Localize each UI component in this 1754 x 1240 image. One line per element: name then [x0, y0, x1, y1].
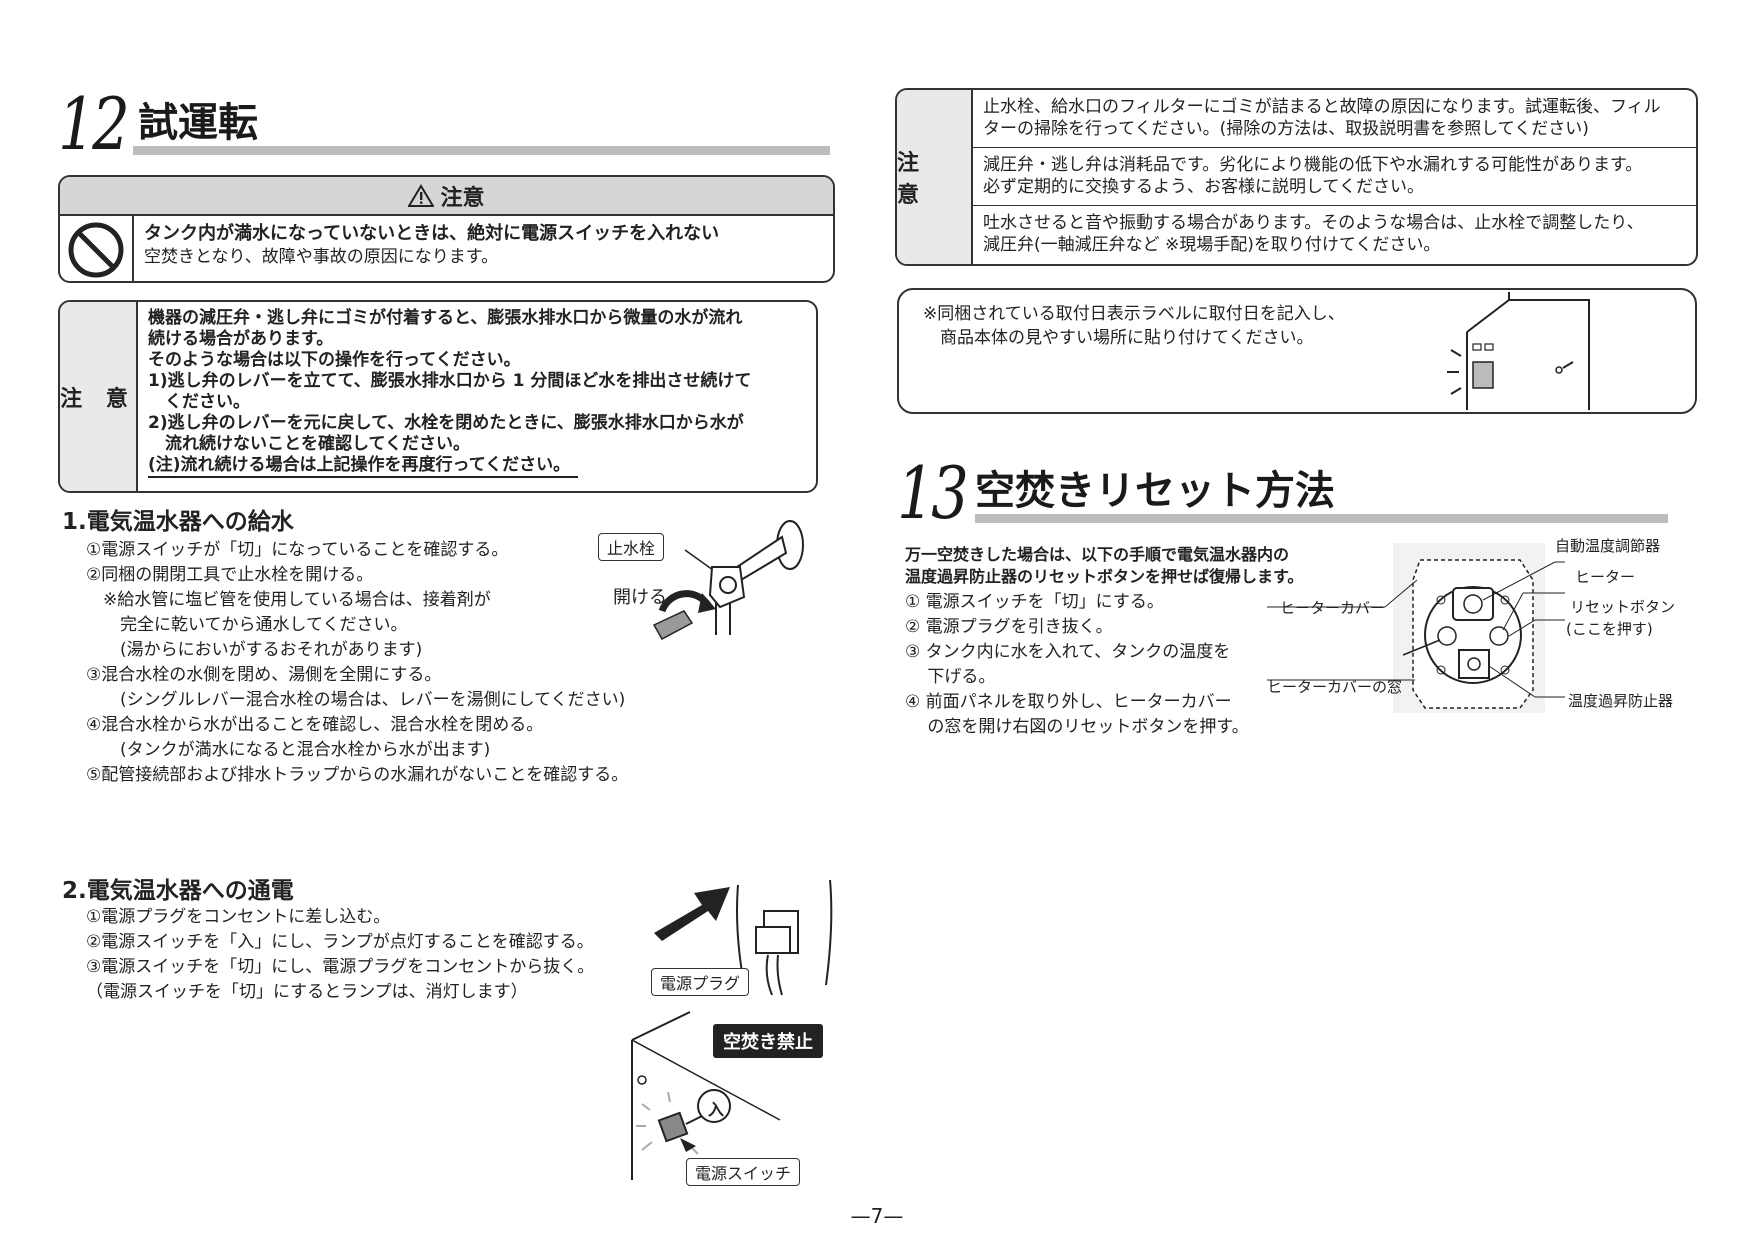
section-13-intro: 万一空焚きした場合は、以下の手順で電気温水器内の 温度過昇防止器のリセットボタン… — [905, 544, 1303, 588]
note-line: 流れ続けないことを確認してください。 — [148, 434, 470, 454]
sub1-line: ④混合水栓から水が出ることを確認し、混合水栓を閉める。 — [86, 715, 544, 735]
heater-cover-diagram — [1267, 543, 1565, 713]
right-note-label: 注 意 — [897, 90, 973, 264]
sub1-line: ※給水管に塩ビ管を使用している場合は、接着剤が — [86, 590, 491, 610]
install-date-label-box: ※同梱されている取付日表示ラベルに取付日を記入し、 商品本体の見やすい場所に貼り… — [897, 288, 1697, 414]
sub2-title: 2.電気温水器への通電 — [62, 878, 294, 904]
label-thermostat: 自動温度調節器 — [1555, 537, 1661, 555]
section-13-number: 13 — [897, 451, 969, 535]
power-plug-illustration — [654, 879, 833, 996]
valve-label: 止水栓 — [598, 533, 665, 561]
note-line: 機器の減圧弁・逃し弁にゴミが付着すると、膨張水排水口から微量の水が流れ — [148, 308, 743, 328]
reset-step: ③ タンク内に水を入れて、タンクの温度を — [905, 642, 1231, 662]
note-content: 機器の減圧弁・逃し弁にゴミが付着すると、膨張水排水口から微量の水が流れ 続ける場… — [138, 302, 816, 491]
right-note-row-line: 減圧弁(一軸減圧弁など ※現場手配)を取り付けてください。 — [983, 235, 1441, 255]
switch-on-label: 入 — [707, 1100, 724, 1119]
right-note-row: 止水栓、給水口のフィルターにゴミが詰まると故障の原因になります。試運転後、フィル… — [973, 90, 1696, 148]
note-line: 1)逃し弁のレバーを立てて、膨張水排水口から 1 分間ほど水を排出させ続けて — [148, 371, 752, 391]
right-note-row: 減圧弁・逃し弁は消耗品です。劣化により機能の低下や水漏れする可能性があります。 … — [973, 148, 1696, 206]
caution-title: タンク内が満水になっていないときは、絶対に電源スイッチを入れない — [144, 223, 720, 244]
sub1-line: ①電源スイッチが「切」になっていることを確認する。 — [86, 540, 509, 560]
page-number: —7— — [850, 1204, 904, 1228]
caution-body: 空焚きとなり、故障や事故の原因になります。 — [144, 247, 499, 267]
prohibited-cell — [60, 216, 134, 281]
sub1-line: ⑤配管接続部および排水トラップからの水漏れがないことを確認する。 — [86, 765, 629, 785]
reset-step: ④ 前面パネルを取り外し、ヒーターカバー — [905, 692, 1232, 712]
power-switch-illustration — [631, 1011, 781, 1180]
label-cover-window: ヒーターカバーの窓 — [1267, 678, 1403, 696]
right-note-row-line: ターの掃除を行ってください。(掃除の方法は、取扱説明書を参照してください) — [983, 119, 1589, 139]
right-note-row-line: 止水栓、給水口のフィルターにゴミが詰まると故障の原因になります。試運転後、フィル — [983, 97, 1661, 117]
sub2-line: （電源スイッチを「切」にするとランプは、消灯します） — [86, 982, 528, 1002]
prohibited-icon — [68, 222, 124, 277]
sub1-line: (湯からにおいがするおそれがあります) — [86, 640, 423, 660]
label-heater: ヒーター — [1575, 568, 1636, 586]
sub2-line: ②電源スイッチを「入」にし、ランプが点灯することを確認する。 — [86, 932, 594, 952]
note-line-underlined: (注)流れ続ける場合は上記操作を再度行ってください。 — [148, 455, 579, 478]
sub2-list: ①電源プラグをコンセントに差し込む。 ②電源スイッチを「入」にし、ランプが点灯す… — [86, 905, 594, 1005]
sub1-title: 1.電気温水器への給水 — [62, 509, 294, 535]
open-label: 開ける — [613, 587, 667, 608]
note-line: そのような場合は以下の操作を行ってください。 — [148, 350, 521, 370]
caution-header-label: 注意 — [440, 185, 485, 211]
sub1-line: (タンクが満水になると混合水栓から水が出ます) — [86, 740, 491, 760]
right-note-row-line: 吐水させると音や振動する場合があります。そのような場合は、止水栓で調整したり、 — [983, 213, 1644, 233]
sub1-line: 完全に乾いてから通水してください。 — [86, 615, 408, 635]
label-note-line: ※同梱されている取付日表示ラベルに取付日を記入し、 — [923, 304, 1345, 324]
reset-step: ① 電源スイッチを「切」にする。 — [905, 592, 1164, 612]
right-note-row-line: 減圧弁・逃し弁は消耗品です。劣化により機能の低下や水漏れする可能性があります。 — [983, 155, 1643, 175]
sub1-list: ①電源スイッチが「切」になっていることを確認する。 ②同梱の開閉工具で止水栓を開… — [86, 538, 628, 788]
right-note-row: 吐水させると音や振動する場合があります。そのような場合は、止水栓で調整したり、 … — [973, 206, 1696, 264]
caution-box: 注意 タンク内が満水になっていないときは、絶対に電源スイッチを入れない 空焚きと… — [58, 175, 835, 283]
note-line: 2)逃し弁のレバーを元に戻して、水栓を閉めたときに、膨張水排水口から水が — [148, 413, 744, 433]
note-box-right: 注 意 止水栓、給水口のフィルターにゴミが詰まると故障の原因になります。試運転後… — [895, 88, 1698, 266]
intro-line: 温度過昇防止器のリセットボタンを押せば復帰します。 — [905, 567, 1304, 586]
section-13-steps: ① 電源スイッチを「切」にする。 ② 電源プラグを引き抜く。 ③ タンク内に水を… — [905, 590, 1249, 740]
label-reset-hint: (ここを押す) — [1566, 620, 1653, 638]
plug-label: 電源プラグ — [651, 968, 750, 996]
sub1-line: (シングルレバー混合水栓の場合は、レバーを湯側にしてください) — [86, 690, 626, 710]
label-heater-cover: ヒーターカバー — [1280, 599, 1386, 617]
stop-valve-illustration — [652, 520, 804, 641]
reset-step: の窓を開け右図のリセットボタンを押す。 — [905, 717, 1249, 737]
note-label: 注 意 — [60, 302, 138, 491]
water-heater-label-illustration — [1447, 292, 1590, 410]
label-reset-button: リセットボタン — [1570, 598, 1676, 616]
caution-header: 注意 — [60, 177, 833, 216]
no-dry-heating-label: 空焚き禁止 — [713, 1024, 823, 1058]
reset-step: ② 電源プラグを引き抜く。 — [905, 617, 1113, 637]
label-note-line: 商品本体の見やすい場所に貼り付けてください。 — [923, 328, 1314, 348]
sub1-line: ②同梱の開閉工具で止水栓を開ける。 — [86, 565, 374, 585]
sub1-line: ③混合水栓の水側を閉め、湯側を全開にする。 — [86, 665, 442, 685]
section-12-number: 12 — [58, 82, 130, 166]
warning-triangle-icon — [408, 183, 435, 207]
note-line: ください。 — [148, 392, 250, 412]
section-12-underline — [133, 146, 830, 155]
label-overheat-protector: 温度過昇防止器 — [1568, 692, 1674, 710]
switch-label: 電源スイッチ — [686, 1158, 801, 1186]
right-note-row-line: 必ず定期的に交換するよう、お客様に説明してください。 — [983, 177, 1424, 197]
note-line: 続ける場合があります。 — [148, 329, 334, 349]
intro-line: 万一空焚きした場合は、以下の手順で電気温水器内の — [905, 545, 1290, 564]
section-12-title: 試運転 — [138, 100, 258, 146]
note-box-left: 注 意 機器の減圧弁・逃し弁にゴミが付着すると、膨張水排水口から微量の水が流れ … — [58, 300, 818, 493]
sub2-line: ③電源スイッチを「切」にし、電源プラグをコンセントから抜く。 — [86, 957, 595, 977]
section-13-underline — [975, 514, 1668, 523]
sub2-line: ①電源プラグをコンセントに差し込む。 — [86, 907, 391, 927]
reset-step: 下げる。 — [905, 667, 996, 687]
section-13-title: 空焚きリセット方法 — [975, 468, 1335, 514]
